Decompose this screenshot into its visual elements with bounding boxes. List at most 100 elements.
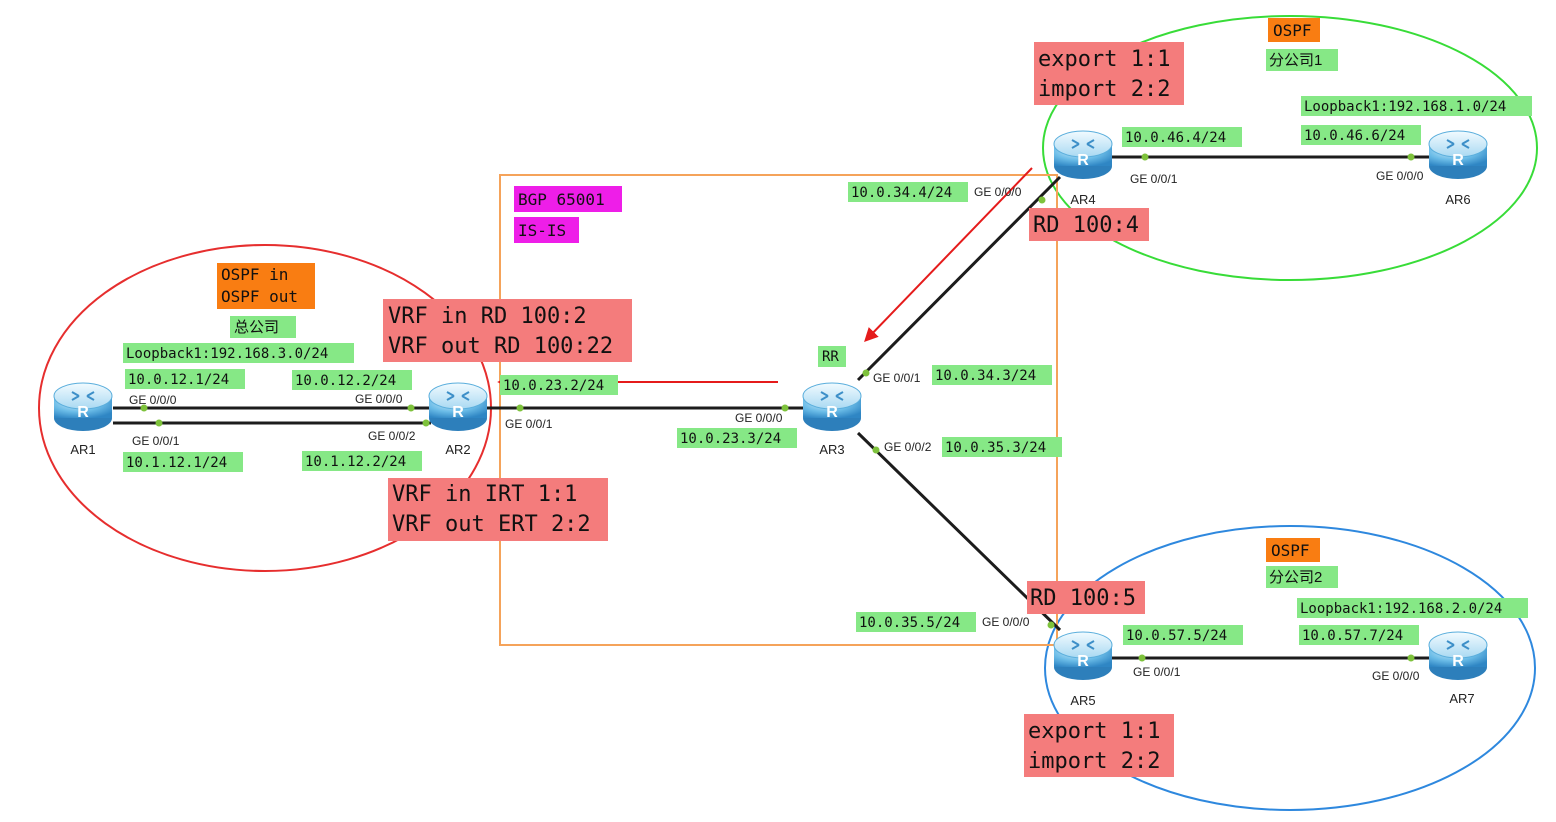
port-label: GE 0/0/0 xyxy=(982,615,1030,629)
port-dot xyxy=(1407,654,1415,662)
address-tag: Loopback1:192.168.2.0/24 xyxy=(1297,598,1528,618)
router-name-ar2: AR2 xyxy=(445,442,470,457)
ar2-rt-tag: VRF in IRT 1:1 VRF out ERT 2:2 xyxy=(388,478,608,541)
address-tag: 10.0.12.1/24 xyxy=(125,369,245,389)
address-tag: 10.0.34.4/24 xyxy=(848,182,968,202)
ip-address: 10.0.35.5/24 xyxy=(859,615,960,631)
port-indicators xyxy=(140,153,1415,662)
port-label: GE 0/0/0 xyxy=(1372,669,1420,683)
ip-address: 10.0.57.5/24 xyxy=(1126,628,1227,644)
site-name-tag: 分公司1 xyxy=(1266,49,1338,71)
ar2-irt: VRF in IRT 1:1 xyxy=(392,482,577,507)
port-label: GE 0/0/0 xyxy=(974,185,1022,199)
port-label: GE 0/0/1 xyxy=(132,434,180,448)
ar2-rd-tag: VRF in RD 100:2 VRF out RD 100:22 xyxy=(383,299,632,362)
svg-text:R: R xyxy=(77,404,89,421)
ip-address: 10.1.12.2/24 xyxy=(305,454,406,470)
ar4-rd-tag: RD 100:4 xyxy=(1029,208,1149,241)
ar5-rd-tag: RD 100:5 xyxy=(1027,581,1145,614)
site-name-tag: 总公司 xyxy=(230,316,296,338)
svg-text:R: R xyxy=(826,404,838,421)
ar2-rd-out: VRF out RD 100:22 xyxy=(388,334,613,359)
port-label: GE 0/0/1 xyxy=(873,371,921,385)
address-tag: 10.1.12.1/24 xyxy=(123,452,243,472)
ip-address: 10.0.35.3/24 xyxy=(945,440,1046,456)
ip-address: 10.0.23.2/24 xyxy=(503,378,604,394)
address-tag: 10.0.35.5/24 xyxy=(856,612,976,632)
bgp-as-label: BGP 65001 xyxy=(518,190,605,209)
address-tag: 10.0.12.2/24 xyxy=(292,370,412,390)
port-label: GE 0/0/2 xyxy=(884,440,932,454)
ar2-ert: VRF out ERT 2:2 xyxy=(392,512,591,537)
ar4-rd: RD 100:4 xyxy=(1033,213,1139,238)
router-ar4-icon[interactable]: R xyxy=(1053,130,1113,179)
ip-address: 10.0.57.7/24 xyxy=(1302,628,1403,644)
ip-address: 10.0.34.3/24 xyxy=(935,368,1036,384)
port-label: GE 0/0/2 xyxy=(368,429,416,443)
address-tag: 10.1.12.2/24 xyxy=(302,451,422,471)
port-dot xyxy=(1038,196,1046,204)
ip-address: 10.0.23.3/24 xyxy=(680,431,781,447)
svg-text:R: R xyxy=(1077,653,1089,670)
port-dot xyxy=(781,404,789,412)
branch2-loopback-label: Loopback1:192.168.2.0/24 xyxy=(1300,601,1502,617)
port-dot xyxy=(862,369,870,377)
port-dot xyxy=(516,404,524,412)
port-dot xyxy=(140,404,148,412)
bgp-as-tag: BGP 65001 xyxy=(514,186,622,212)
port-dot xyxy=(155,419,163,427)
router-name-ar4: AR4 xyxy=(1070,192,1095,207)
address-tag: 10.0.46.4/24 xyxy=(1122,127,1242,147)
address-tag: 10.0.23.3/24 xyxy=(677,428,797,448)
hq-protocol-in: OSPF in xyxy=(221,265,288,284)
port-dot xyxy=(1047,621,1055,629)
branch2-protocol-tag: OSPF xyxy=(1266,538,1320,562)
router-ar2-icon[interactable]: R xyxy=(428,382,488,431)
router-ar6-icon[interactable]: R xyxy=(1428,130,1488,179)
ar4-export: export 1:1 xyxy=(1038,47,1170,72)
ar5-rd: RD 100:5 xyxy=(1030,586,1136,611)
svg-text:R: R xyxy=(1452,152,1464,169)
ar4-rt-tag: export 1:1 import 2:2 xyxy=(1034,42,1184,105)
ar5-export: export 1:1 xyxy=(1028,719,1160,744)
address-tag: 10.0.57.7/24 xyxy=(1299,625,1419,645)
router-ar3-icon[interactable]: R xyxy=(802,382,862,431)
igp-label: IS-IS xyxy=(518,221,566,240)
ar2-rd-in: VRF in RD 100:2 xyxy=(388,304,587,329)
router-ar7-icon[interactable]: R xyxy=(1428,631,1488,680)
branch1-protocol-tag: OSPF xyxy=(1268,18,1320,42)
address-tag: 10.0.46.6/24 xyxy=(1301,125,1421,145)
route-reflector-label: RR xyxy=(822,349,839,365)
hq-protocol-tag: OSPF in OSPF out xyxy=(217,263,315,309)
port-dot xyxy=(872,446,880,454)
branch1-name: 分公司1 xyxy=(1269,52,1322,69)
hq-name: 总公司 xyxy=(234,319,279,336)
hq-protocol-out: OSPF out xyxy=(221,287,298,306)
port-label: GE 0/0/1 xyxy=(505,417,553,431)
port-label: GE 0/0/0 xyxy=(129,393,177,407)
address-tag: 10.0.34.3/24 xyxy=(932,365,1052,385)
ip-address: 10.1.12.1/24 xyxy=(126,455,227,471)
port-label: GE 0/0/0 xyxy=(355,392,403,406)
branch2-name: 分公司2 xyxy=(1269,569,1322,586)
branch2-site-boundary xyxy=(1044,525,1536,811)
port-label: GE 0/0/1 xyxy=(1133,665,1181,679)
address-tag: Loopback1:192.168.3.0/24 xyxy=(123,343,354,363)
ip-address: 10.0.46.6/24 xyxy=(1304,128,1405,144)
branch2-protocol: OSPF xyxy=(1271,541,1310,560)
router-name-ar3: AR3 xyxy=(819,442,844,457)
link-ar3-ar5 xyxy=(856,431,1062,632)
route-flow-arrow-ar4-to-ar3 xyxy=(864,167,1033,343)
address-tag: Loopback1:192.168.1.0/24 xyxy=(1301,96,1532,116)
router-name-ar7: AR7 xyxy=(1449,691,1474,706)
ar5-import: import 2:2 xyxy=(1028,749,1160,774)
address-tag: 10.0.23.2/24 xyxy=(500,375,618,395)
ip-address: 10.0.46.4/24 xyxy=(1125,130,1226,146)
router-ar5-icon[interactable]: R xyxy=(1053,631,1113,680)
address-tag: 10.0.57.5/24 xyxy=(1123,625,1243,645)
ar4-import: import 2:2 xyxy=(1038,77,1170,102)
port-dot xyxy=(407,404,415,412)
svg-text:R: R xyxy=(452,404,464,421)
router-ar1-icon[interactable]: R xyxy=(53,382,113,431)
